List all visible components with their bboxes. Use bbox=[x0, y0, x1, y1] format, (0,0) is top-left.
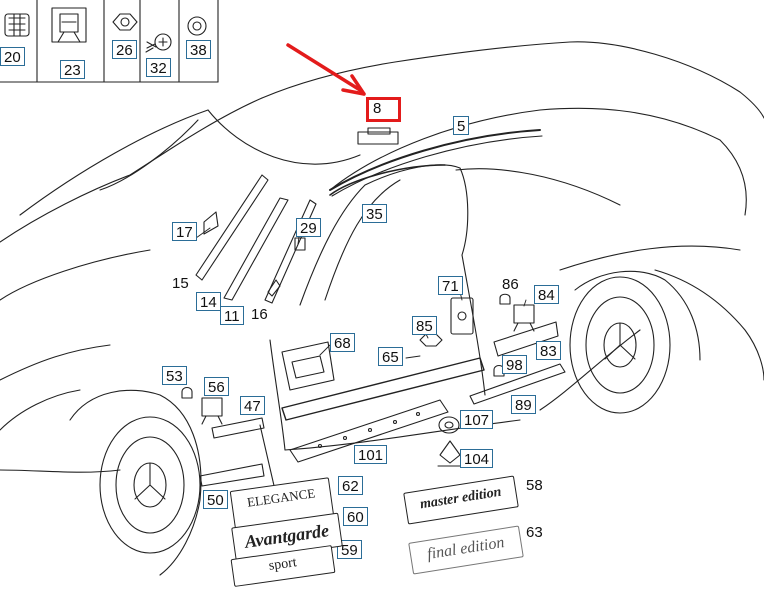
header-label-23: 23 bbox=[60, 60, 85, 79]
strip-47 bbox=[211, 417, 276, 491]
bracket-71 bbox=[450, 297, 474, 335]
callout-59[interactable]: 59 bbox=[337, 540, 362, 559]
callout-85[interactable]: 85 bbox=[412, 316, 437, 335]
clip-86 bbox=[499, 293, 511, 305]
callout-29[interactable]: 29 bbox=[296, 218, 321, 237]
screw-32-icon bbox=[145, 33, 172, 53]
clip-56 bbox=[201, 397, 223, 425]
callout-60[interactable]: 60 bbox=[343, 507, 368, 526]
header-label-32: 32 bbox=[146, 58, 171, 77]
clip-20-icon bbox=[4, 13, 30, 37]
clip-17 bbox=[203, 211, 219, 235]
clip-53 bbox=[181, 386, 193, 399]
clip-84 bbox=[513, 304, 535, 332]
badge-elegance-text: ELEGANCE bbox=[246, 485, 317, 510]
callout-47[interactable]: 47 bbox=[240, 396, 265, 415]
red-arrow-icon bbox=[286, 43, 366, 96]
moulding-89 bbox=[469, 363, 566, 405]
clip-104 bbox=[437, 440, 463, 467]
callout-53[interactable]: 53 bbox=[162, 366, 187, 385]
grommet-107 bbox=[438, 416, 460, 434]
handle-68 bbox=[281, 341, 335, 391]
callout-56[interactable]: 56 bbox=[204, 377, 229, 396]
callout-35[interactable]: 35 bbox=[362, 204, 387, 223]
badge-sport-text: sport bbox=[267, 555, 298, 574]
callout-16[interactable]: 16 bbox=[251, 306, 268, 323]
pillar-trim-14 bbox=[195, 174, 269, 281]
callout-83[interactable]: 83 bbox=[536, 341, 561, 360]
clip-8 bbox=[357, 127, 399, 145]
clip-29 bbox=[294, 237, 306, 251]
callout-62[interactable]: 62 bbox=[338, 476, 363, 495]
pillar-trim-16 bbox=[264, 199, 317, 304]
nut-38-icon bbox=[187, 16, 207, 36]
roof-trim-5 bbox=[329, 129, 543, 197]
callout-86[interactable]: 86 bbox=[502, 276, 519, 293]
callout-50[interactable]: 50 bbox=[203, 490, 228, 509]
pillar-trim-11 bbox=[223, 197, 289, 301]
callout-104[interactable]: 104 bbox=[460, 449, 494, 468]
callout-5[interactable]: 5 bbox=[453, 116, 470, 135]
header-label-38: 38 bbox=[186, 40, 211, 59]
nut-26-icon bbox=[112, 13, 138, 31]
callout-101[interactable]: 101 bbox=[354, 445, 388, 464]
callout-63[interactable]: 63 bbox=[526, 524, 543, 541]
callout-68[interactable]: 68 bbox=[330, 333, 355, 352]
callout-98[interactable]: 98 bbox=[502, 355, 527, 374]
window-trim-35 bbox=[329, 164, 446, 196]
callout-71[interactable]: 71 bbox=[438, 276, 463, 295]
header-parts-box bbox=[0, 0, 219, 83]
car-body bbox=[0, 41, 764, 473]
front-wheel bbox=[69, 389, 202, 576]
callout-15[interactable]: 15 bbox=[172, 275, 189, 292]
badge-final-edition-text: final edition bbox=[426, 534, 506, 563]
clip-98 bbox=[493, 364, 505, 377]
moulding-83 bbox=[493, 321, 559, 357]
header-label-26: 26 bbox=[112, 40, 137, 59]
moulding-65 bbox=[281, 357, 485, 421]
strip-101 bbox=[289, 399, 449, 463]
badge-master-edition-text: master edition bbox=[419, 484, 503, 513]
callout-17[interactable]: 17 bbox=[172, 222, 197, 241]
callout-14[interactable]: 14 bbox=[196, 292, 221, 311]
callout-11[interactable]: 11 bbox=[220, 306, 244, 325]
callout-65[interactable]: 65 bbox=[378, 347, 403, 366]
bracket-23-icon bbox=[51, 7, 87, 43]
sill-50 bbox=[199, 463, 265, 487]
callout-89[interactable]: 89 bbox=[511, 395, 536, 414]
callout-8-highlighted[interactable]: 8 bbox=[366, 97, 401, 122]
callout-58[interactable]: 58 bbox=[526, 477, 543, 494]
callout-84[interactable]: 84 bbox=[534, 285, 559, 304]
callout-107[interactable]: 107 bbox=[460, 410, 494, 429]
header-label-20: 20 bbox=[0, 47, 25, 66]
rear-wheel bbox=[569, 270, 701, 414]
